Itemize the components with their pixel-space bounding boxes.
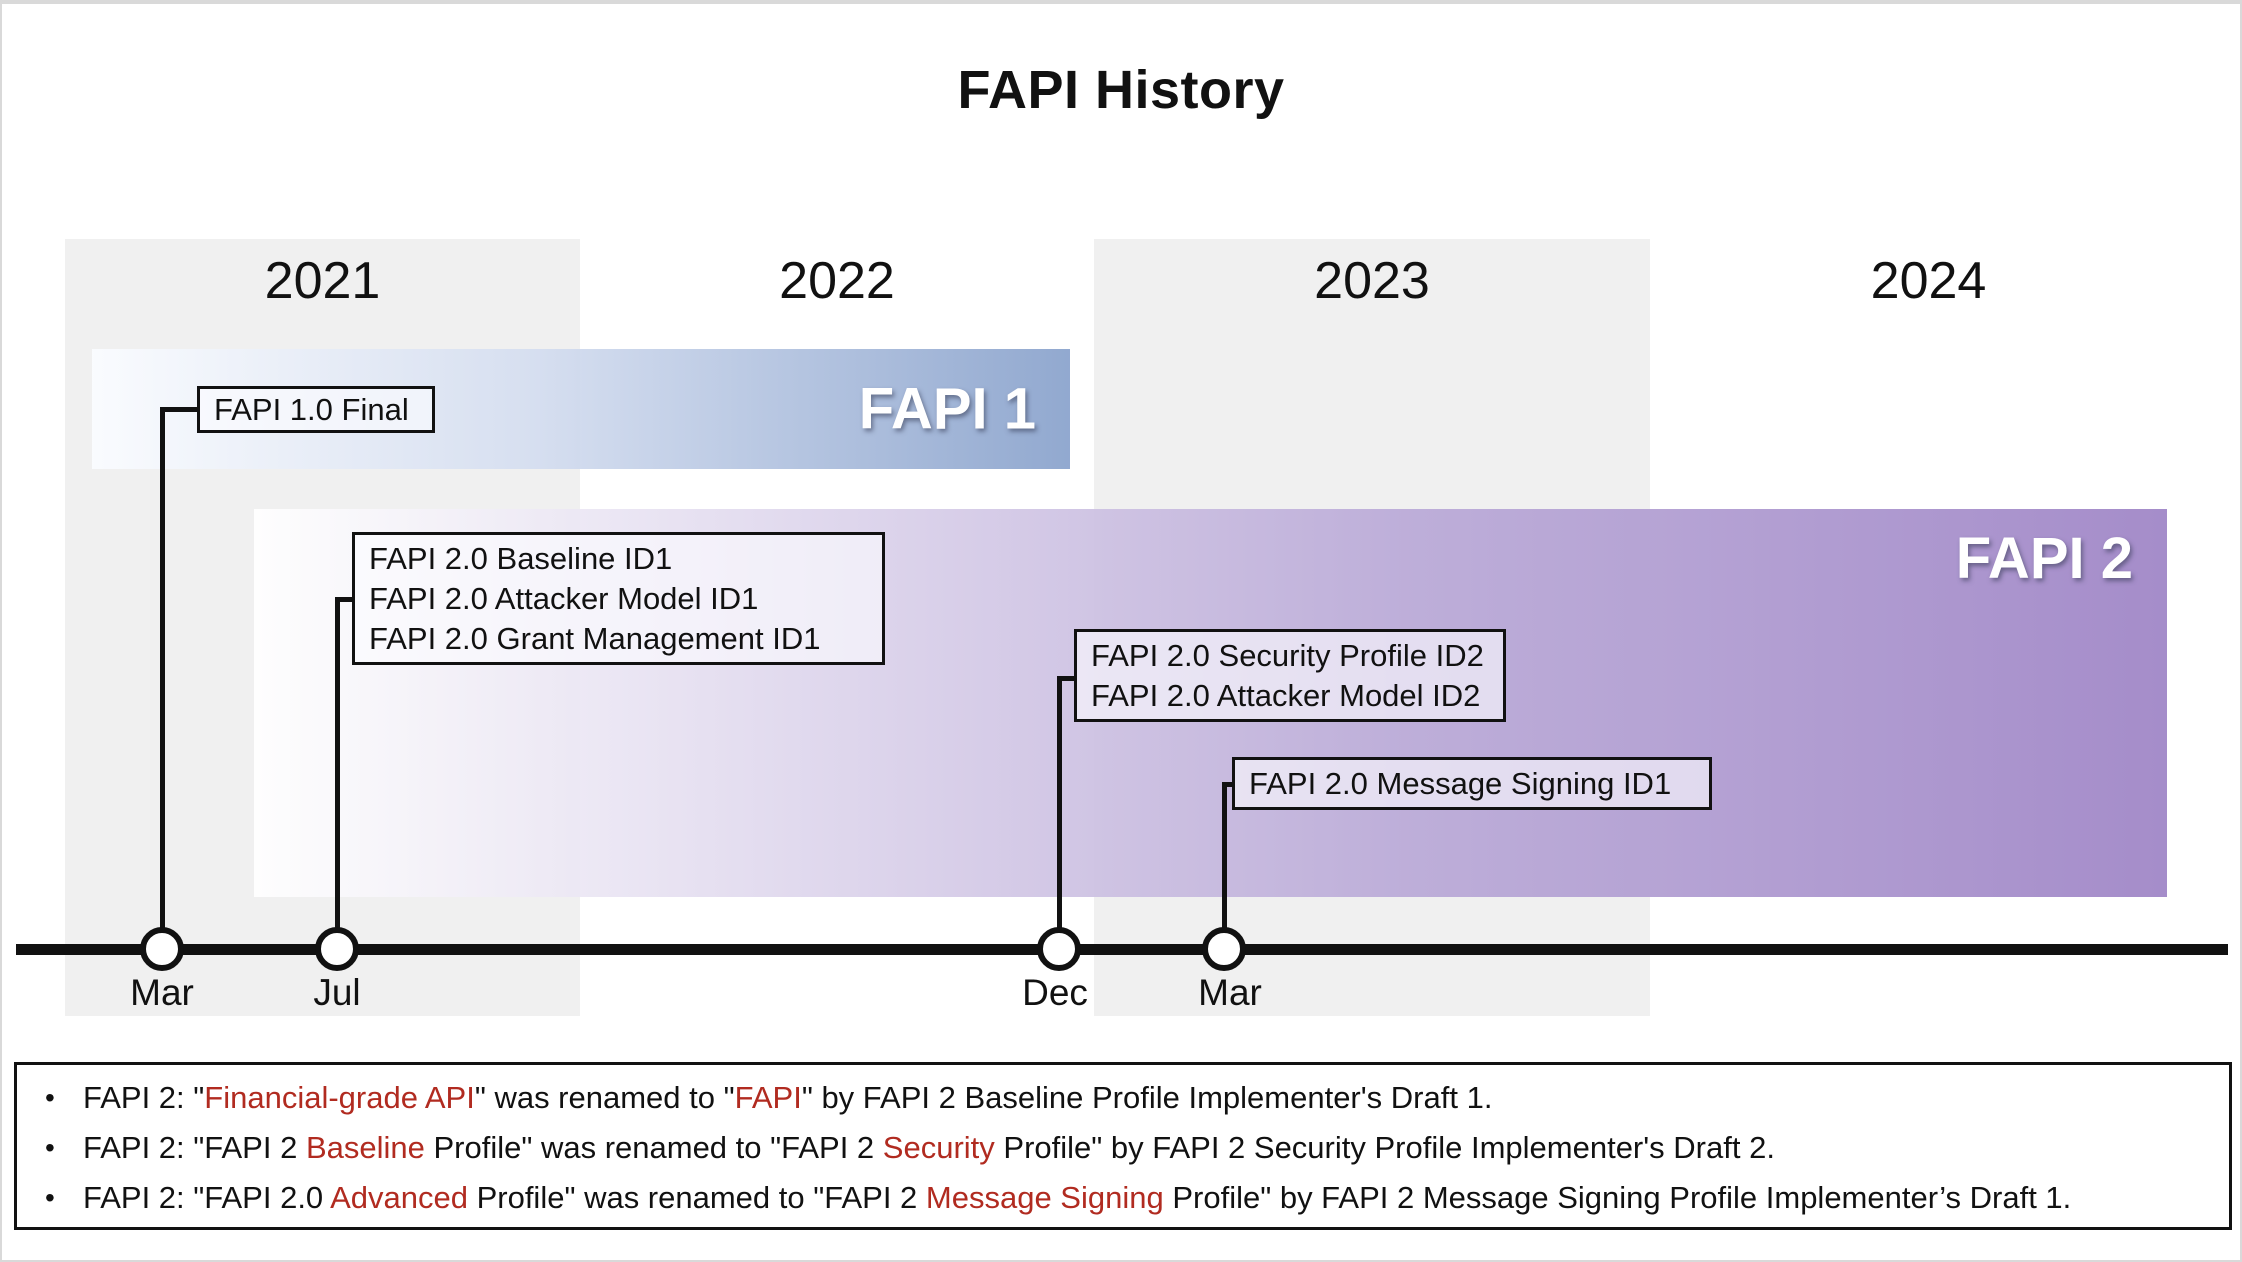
- milestone-marker-mar2023: [1202, 927, 1246, 971]
- connector-line-mar2023: [1222, 782, 1227, 928]
- note-segment: FAPI 2: "FAPI 2.0: [83, 1180, 331, 1215]
- note-text: FAPI 2: "Financial-grade API" was rename…: [83, 1073, 1492, 1123]
- axis-month-label-jul2021: Jul: [313, 972, 361, 1013]
- callout-line: FAPI 2.0 Grant Management ID1: [369, 620, 821, 656]
- connector-elbow-mar2023: [1222, 782, 1235, 787]
- callout-line: FAPI 1.0 Final: [214, 391, 409, 427]
- milestone-marker-mar2021: [140, 927, 184, 971]
- callout-line: FAPI 2.0 Security Profile ID2: [1091, 637, 1484, 673]
- connector-elbow-dec2022: [1057, 676, 1077, 681]
- highlighted-term: Advanced: [330, 1180, 468, 1215]
- highlighted-term: Security: [882, 1130, 995, 1165]
- note-text: FAPI 2: "FAPI 2 Baseline Profile" was re…: [83, 1123, 1775, 1173]
- bullet-glyph: •: [45, 1182, 55, 1213]
- fapi2-bar-label: FAPI 2: [1955, 526, 2133, 591]
- note-text: FAPI 2: "FAPI 2.0 Advanced Profile" was …: [83, 1173, 2071, 1223]
- connector-line-jul2021: [335, 597, 340, 928]
- highlighted-term: FAPI: [734, 1080, 802, 1115]
- callout-line: FAPI 2.0 Attacker Model ID1: [369, 580, 759, 616]
- connector-line-mar2021: [160, 407, 165, 928]
- note-segment: Profile" by FAPI 2 Security Profile Impl…: [994, 1130, 1775, 1165]
- note-segment: FAPI 2: "FAPI 2: [83, 1130, 306, 1165]
- bullet-glyph: •: [45, 1082, 55, 1113]
- connector-elbow-jul2021: [335, 597, 355, 602]
- note-segment: " by FAPI 2 Baseline Profile Implementer…: [801, 1080, 1493, 1115]
- connector-line-dec2022: [1057, 676, 1062, 928]
- callout-line: FAPI 2.0 Attacker Model ID2: [1091, 677, 1481, 713]
- axis-month-label-dec2022: Dec: [1022, 972, 1088, 1013]
- note-segment: Profile" by FAPI 2 Message Signing Profi…: [1163, 1180, 2072, 1215]
- callout-line: FAPI 2.0 Baseline ID1: [369, 540, 673, 576]
- callout-line: FAPI 2.0 Message Signing ID1: [1249, 765, 1672, 801]
- year-label-2021: 2021: [264, 252, 381, 310]
- connector-elbow-mar2021: [160, 407, 200, 412]
- milestone-callout-mar2023: FAPI 2.0 Message Signing ID1: [1232, 757, 1712, 810]
- year-label-2023: 2023: [1314, 252, 1430, 310]
- year-label-2022: 2022: [779, 252, 895, 310]
- note-row: • FAPI 2: "Financial-grade API" was renam…: [39, 1073, 2219, 1123]
- highlighted-term: Message Signing: [925, 1180, 1164, 1215]
- note-segment: FAPI 2: ": [83, 1080, 205, 1115]
- note-row: • FAPI 2: "FAPI 2.0 Advanced Profile" was…: [39, 1173, 2219, 1223]
- note-segment: Profile" was renamed to "FAPI 2: [424, 1130, 883, 1165]
- fapi1-bar-label: FAPI 1: [858, 376, 1036, 442]
- axis-month-label-mar2021: Mar: [130, 972, 194, 1013]
- bullet-glyph: •: [45, 1132, 55, 1163]
- page-title: FAPI History: [957, 60, 1285, 120]
- timeline-axis: [16, 944, 2228, 955]
- notes-box: • FAPI 2: "Financial-grade API" was renam…: [14, 1062, 2232, 1230]
- axis-month-label-mar2023: Mar: [1198, 972, 1262, 1013]
- highlighted-term: Baseline: [305, 1130, 425, 1165]
- note-segment: " was renamed to ": [474, 1080, 735, 1115]
- note-segment: Profile" was renamed to "FAPI 2: [467, 1180, 926, 1215]
- highlighted-term: Financial-grade API: [204, 1080, 475, 1115]
- milestone-marker-dec2022: [1037, 927, 1081, 971]
- milestone-callout-mar2021: FAPI 1.0 Final: [197, 386, 435, 433]
- year-label-2024: 2024: [1870, 252, 1987, 310]
- note-row: • FAPI 2: "FAPI 2 Baseline Profile" was r…: [39, 1123, 2219, 1173]
- milestone-marker-jul2021: [315, 927, 359, 971]
